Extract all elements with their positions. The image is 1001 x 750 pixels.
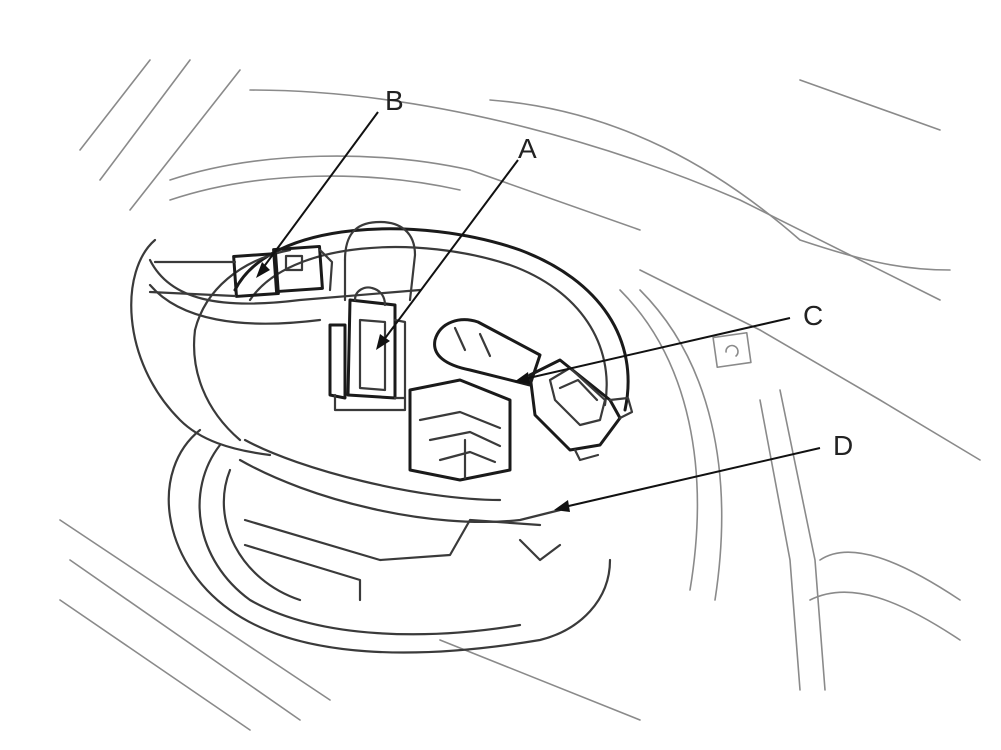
floor-panel-lines [59, 59, 981, 731]
leader-line-b [259, 111, 379, 273]
callout-c: C [803, 300, 823, 331]
callout-a: A [518, 133, 537, 164]
arrowhead-c [514, 372, 530, 384]
callout-b: B [385, 85, 404, 116]
connector-a [328, 286, 407, 412]
connector-b [148, 244, 334, 298]
leader-line-d [559, 447, 821, 509]
pump-flange-ring [233, 227, 630, 602]
leader-line-a [379, 159, 519, 346]
callout-labels: B A C D [385, 85, 853, 461]
pump-body [193, 220, 417, 332]
connector-c [433, 318, 634, 462]
arrowhead-b [256, 262, 270, 278]
callout-d: D [833, 430, 853, 461]
arrowhead-a [376, 334, 390, 350]
arrowhead-d [554, 500, 570, 512]
leader-line-c [519, 317, 791, 381]
leader-lines [256, 111, 821, 512]
pump-module-block [408, 378, 512, 482]
